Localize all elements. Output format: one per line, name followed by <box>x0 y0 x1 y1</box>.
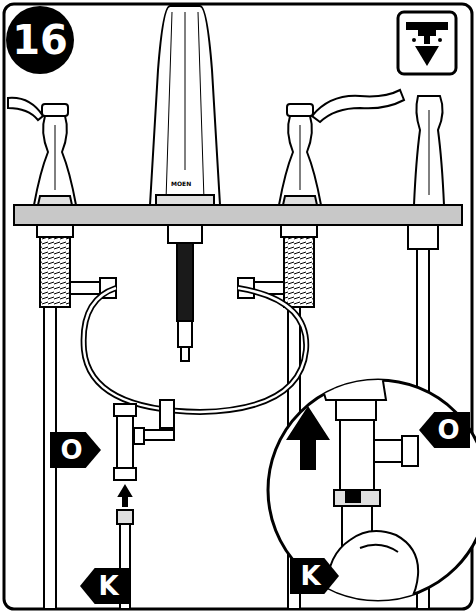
detail-inset <box>268 362 476 610</box>
tag-fill <box>290 558 339 594</box>
side-spray <box>414 96 444 205</box>
step-number: 16 <box>6 6 74 74</box>
shanks <box>37 225 438 361</box>
part-tag: O <box>419 412 470 448</box>
tag-fill <box>419 412 470 448</box>
spray-icon <box>398 12 456 74</box>
part-tag: O <box>50 432 101 468</box>
part-tag: K <box>80 568 129 604</box>
part-tag: K <box>290 558 339 594</box>
spout <box>150 6 220 205</box>
step-number-text: 16 <box>12 20 68 60</box>
callout-letter: O <box>437 417 459 443</box>
callout-letter: O <box>60 437 82 463</box>
callout-letter: K <box>98 573 118 599</box>
countertop <box>14 205 462 225</box>
tag-fill <box>80 568 129 604</box>
right-handle <box>279 90 404 205</box>
left-handle <box>8 98 76 205</box>
callout-letter: K <box>300 563 320 589</box>
tag-fill <box>6 6 74 74</box>
supply-lines <box>44 248 429 609</box>
tag-fill <box>50 432 101 468</box>
loop-hose <box>84 288 307 412</box>
brand-label: MOEN <box>171 181 191 187</box>
